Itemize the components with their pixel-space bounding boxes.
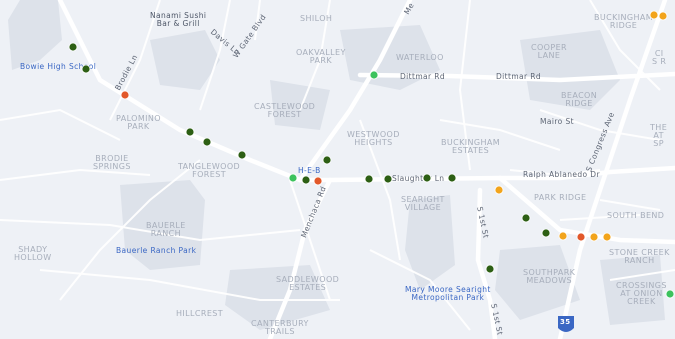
label-brodie-springs: BRODIE SPRINGS xyxy=(93,154,131,171)
label-oakvalley: OAKVALLEY PARK xyxy=(296,48,346,65)
label-tanglewood: TANGLEWOOD FOREST xyxy=(178,162,241,179)
map-marker-green-dark[interactable] xyxy=(301,175,311,185)
label-cooper-lane: COOPER LANE xyxy=(531,43,568,60)
poi-nanami-sushi[interactable]: Nanami Sushi Bar & Grill xyxy=(150,11,207,28)
poi-heb[interactable]: H-E-B xyxy=(298,166,321,175)
label-westwood: WESTWOOD HEIGHTS xyxy=(347,130,400,147)
label-palomino: PALOMINO PARK xyxy=(116,114,161,131)
label-buckingham-estates: BUCKINGHAM ESTATES xyxy=(441,138,501,155)
poi-mary-moore-park[interactable]: Mary Moore Searight Metropolitan Park xyxy=(405,285,491,302)
road-label-mairo: Mairo St xyxy=(540,117,574,126)
label-beacon-ridge: BEACON RIDGE xyxy=(561,91,598,108)
label-shiloh: SHILOH xyxy=(300,14,333,23)
label-hillcrest: HILLCREST xyxy=(176,309,224,318)
map-marker-green-bright[interactable] xyxy=(369,70,379,80)
road-label-dittmar-1: Dittmar Rd xyxy=(400,72,446,81)
map-marker-yellow[interactable] xyxy=(658,11,668,21)
label-the-at: THE AT SP xyxy=(650,123,668,148)
map-marker-yellow[interactable] xyxy=(649,10,659,20)
road-label-dittmar-2: Dittmar Rd xyxy=(496,72,542,81)
label-south-bend: SOUTH BEND xyxy=(607,211,665,220)
map-marker-green-dark[interactable] xyxy=(237,150,247,160)
map-marker-yellow[interactable] xyxy=(494,185,504,195)
label-southpark: SOUTHPARK MEADOWS xyxy=(523,268,576,285)
label-park-ridge: PARK RIDGE xyxy=(534,193,587,202)
map-marker-yellow[interactable] xyxy=(602,232,612,242)
map-marker-green-bright[interactable] xyxy=(288,173,298,183)
map-marker-green-dark[interactable] xyxy=(541,228,551,238)
map-marker-green-dark[interactable] xyxy=(383,174,393,184)
map-marker-green-bright[interactable] xyxy=(665,289,675,299)
label-canterbury: CANTERBURY TRAILS xyxy=(251,319,309,336)
map-marker-green-dark[interactable] xyxy=(202,137,212,147)
map-marker-green-dark[interactable] xyxy=(485,264,495,274)
map-marker-green-dark[interactable] xyxy=(322,155,332,165)
map-marker-yellow[interactable] xyxy=(589,232,599,242)
map-marker-green-dark[interactable] xyxy=(422,173,432,183)
label-crossings: CROSSINGS AT ONION CREEK xyxy=(616,281,667,306)
label-castlewood: CASTLEWOOD FOREST xyxy=(254,102,316,119)
map-marker-green-dark[interactable] xyxy=(68,42,78,52)
label-bauerle-ranch: BAUERLE RANCH xyxy=(146,221,186,238)
map-marker-green-dark[interactable] xyxy=(364,174,374,184)
interstate-shield-number: 35 xyxy=(560,318,571,326)
map-marker-orange[interactable] xyxy=(120,90,130,100)
label-buckingham-ridge: BUCKINGHAM RIDGE xyxy=(594,13,654,30)
label-shady-hollow: SHADY HOLLOW xyxy=(14,245,52,262)
poi-bauerle-ranch-park[interactable]: Bauerle Ranch Park xyxy=(116,246,197,255)
road-label-ralph-ablanedo: Ralph Ablanedo Dr xyxy=(523,170,600,179)
map-marker-orange[interactable] xyxy=(576,232,586,242)
map-marker-green-dark[interactable] xyxy=(81,64,91,74)
map-marker-green-dark[interactable] xyxy=(185,127,195,137)
map-marker-green-dark[interactable] xyxy=(521,213,531,223)
road-label-slaughter: Slaughter Ln xyxy=(392,174,445,183)
label-saddlewood: SADDLEWOOD ESTATES xyxy=(276,275,340,292)
interstate-shield xyxy=(558,316,574,332)
label-searight: SEARIGHT VILLAGE xyxy=(401,195,445,212)
map-marker-yellow[interactable] xyxy=(558,231,568,241)
label-waterloo: WATERLOO xyxy=(396,53,444,62)
label-ci: CI S R xyxy=(652,49,667,66)
map-marker-orange[interactable] xyxy=(313,176,323,186)
map-marker-green-dark[interactable] xyxy=(447,173,457,183)
poi-bowie-high-school[interactable]: Bowie High School xyxy=(20,62,97,71)
label-stone-creek: STONE CREEK RANCH xyxy=(609,248,670,265)
